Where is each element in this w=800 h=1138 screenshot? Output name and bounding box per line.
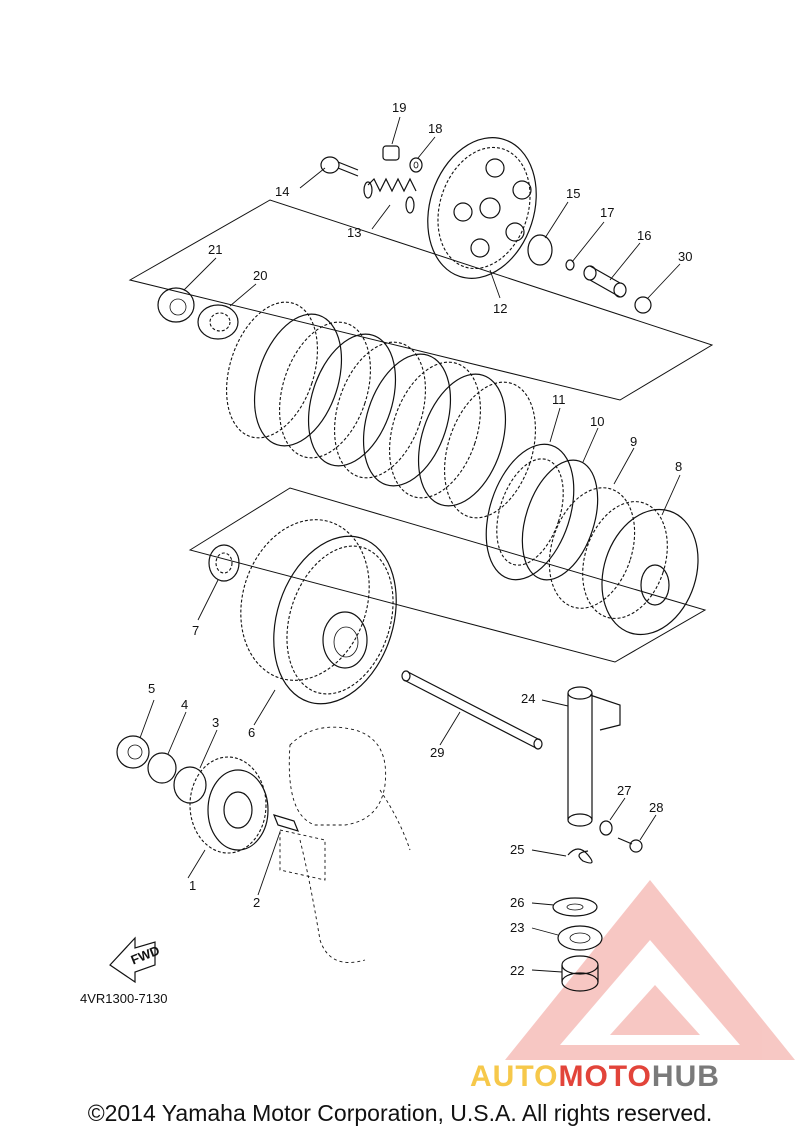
callout-6: 6 bbox=[248, 725, 255, 740]
key bbox=[272, 814, 300, 832]
callout-4: 4 bbox=[181, 697, 188, 712]
callout-20: 20 bbox=[253, 268, 267, 283]
watermark-wordmark: AUTOMOTOHUB bbox=[470, 1060, 800, 1100]
seat-plate bbox=[548, 487, 636, 609]
callout-1: 1 bbox=[189, 878, 196, 893]
clutch-housing bbox=[240, 519, 397, 705]
friction-plate-stack bbox=[226, 301, 575, 581]
washer-26 bbox=[552, 897, 598, 917]
callout-14: 14 bbox=[275, 184, 289, 199]
lock-washer bbox=[197, 304, 239, 340]
washer-27 bbox=[599, 820, 613, 836]
oil-seal-23 bbox=[557, 925, 603, 951]
watermark-part2: MOTO bbox=[558, 1060, 652, 1093]
callout-19: 19 bbox=[392, 100, 406, 115]
thrust-washer bbox=[208, 544, 240, 582]
callout-8: 8 bbox=[675, 459, 682, 474]
fwd-arrow-icon: FWD bbox=[109, 936, 162, 984]
cushion-plate bbox=[521, 459, 599, 581]
callout-11: 11 bbox=[552, 392, 566, 407]
clutch-boss bbox=[582, 501, 699, 636]
watermark-part3: HUB bbox=[651, 1060, 720, 1093]
washer bbox=[409, 157, 423, 173]
leader-lines bbox=[139, 116, 681, 973]
bearing-22 bbox=[561, 955, 599, 992]
callout-13: 13 bbox=[347, 225, 361, 240]
callout-9: 9 bbox=[630, 434, 637, 449]
lock-nut bbox=[157, 287, 195, 323]
callout-25: 25 bbox=[510, 842, 524, 857]
callout-10: 10 bbox=[590, 414, 604, 429]
screw-28 bbox=[617, 837, 643, 853]
callout-23: 23 bbox=[510, 920, 524, 935]
callout-15: 15 bbox=[566, 186, 580, 201]
clutch-spring bbox=[363, 177, 417, 214]
callout-27: 27 bbox=[617, 783, 631, 798]
callout-3: 3 bbox=[212, 715, 219, 730]
nut-5 bbox=[116, 735, 150, 769]
bolt bbox=[320, 156, 359, 177]
upper-assembly-box bbox=[128, 199, 714, 401]
watermark-part1: AUTO bbox=[470, 1060, 559, 1093]
callout-22: 22 bbox=[510, 963, 524, 978]
push-rod bbox=[401, 670, 543, 750]
callout-29: 29 bbox=[430, 745, 444, 760]
watermark-logo-triangle bbox=[505, 880, 795, 1060]
callout-21: 21 bbox=[208, 242, 222, 257]
callout-26: 26 bbox=[510, 895, 524, 910]
callout-17: 17 bbox=[600, 205, 614, 220]
callout-5: 5 bbox=[148, 681, 155, 696]
nut bbox=[382, 145, 400, 161]
callout-30: 30 bbox=[678, 249, 692, 264]
callout-16: 16 bbox=[637, 228, 651, 243]
middle-assembly-box bbox=[188, 487, 707, 663]
push-rod-assembly bbox=[527, 234, 652, 314]
callout-labels: 1 2 3 4 5 6 7 8 9 10 11 12 13 14 15 16 1… bbox=[148, 100, 692, 978]
callout-2: 2 bbox=[253, 895, 260, 910]
callout-7: 7 bbox=[192, 623, 199, 638]
pressure-plate bbox=[427, 137, 537, 279]
copyright-notice: ©2014 Yamaha Motor Corporation, U.S.A. A… bbox=[87, 1100, 713, 1126]
crankshaft-outline bbox=[279, 726, 411, 963]
callout-18: 18 bbox=[428, 121, 442, 136]
spring-25 bbox=[567, 848, 593, 864]
push-lever-shaft bbox=[567, 686, 621, 827]
primary-drive-gear bbox=[189, 756, 269, 854]
part-code: 4VR1300-7130 bbox=[80, 991, 167, 1006]
fwd-label: FWD bbox=[129, 943, 162, 968]
callout-24: 24 bbox=[521, 691, 535, 706]
callout-28: 28 bbox=[649, 800, 663, 815]
lock-washer-4 bbox=[147, 752, 177, 784]
callout-12: 12 bbox=[493, 301, 507, 316]
